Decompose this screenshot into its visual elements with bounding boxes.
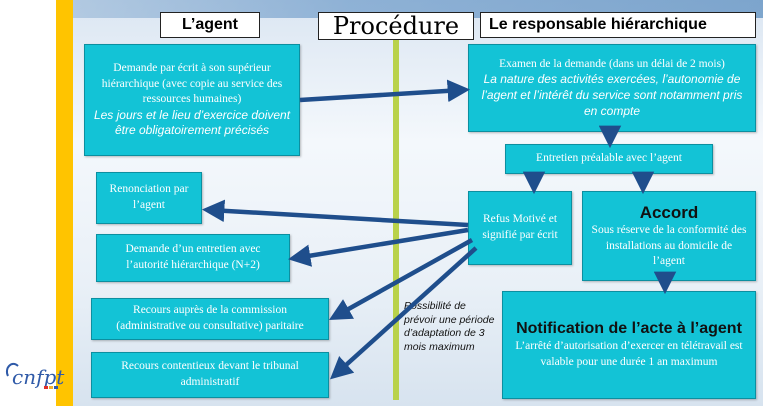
demande-italic: Les jours et le lieu d’exercice doivent …	[93, 107, 291, 138]
box-demande: Demande par écrit à son supérieur hiérar…	[84, 44, 300, 156]
svg-text:cnfpt: cnfpt	[12, 365, 65, 389]
box-entretien: Entretien préalable avec l’agent	[505, 144, 713, 174]
cnfpt-logo: cnfpt	[6, 362, 65, 389]
demande-text: Demande par écrit à son supérieur hiérar…	[101, 62, 283, 106]
accord-text: Sous réserve de la conformité des instal…	[591, 224, 747, 268]
divider-line	[393, 34, 399, 400]
notification-title: Notification de l’acte à l’agent	[516, 320, 742, 338]
header-agent-label: L’agent	[181, 16, 238, 33]
header-agent: L’agent	[160, 12, 260, 38]
demande-entretien-text: Demande d’un entretien avec l’autorité h…	[125, 243, 261, 271]
renonciation-text: Renonciation par l’agent	[109, 183, 189, 211]
refus-text: Refus Motivé et signifié par écrit	[482, 213, 558, 241]
box-renonciation: Renonciation par l’agent	[96, 172, 202, 224]
accord-title: Accord	[639, 203, 699, 223]
box-notification: Notification de l’acte à l’agent L’arrêt…	[502, 291, 756, 399]
adaptation-note: Possibilité de prévoir une période d’ada…	[404, 300, 495, 353]
gold-strip	[56, 0, 73, 406]
header-procedure: Procédure	[318, 12, 474, 40]
examen-text: Examen de la demande (dans un délai de 2…	[499, 57, 725, 70]
notification-text: L’arrêté d’autorisation d’exercer en tél…	[515, 340, 743, 368]
entretien-text: Entretien préalable avec l’agent	[536, 152, 682, 165]
header-responsable: Le responsable hiérarchique	[480, 12, 756, 38]
box-demande-entretien: Demande d’un entretien avec l’autorité h…	[96, 234, 290, 282]
box-accord: Accord Sous réserve de la conformité des…	[582, 191, 756, 281]
left-margin	[0, 0, 56, 406]
box-examen: Examen de la demande (dans un délai de 2…	[468, 44, 756, 132]
examen-italic: La nature des activités exercées, l’auto…	[481, 72, 743, 118]
box-refus: Refus Motivé et signifié par écrit	[468, 191, 572, 265]
header-procedure-label: Procédure	[332, 12, 460, 40]
recours-commission-text: Recours auprès de la commission (adminis…	[116, 304, 304, 332]
recours-contentieux-text: Recours contentieux devant le tribunal a…	[121, 360, 299, 388]
header-responsable-label: Le responsable hiérarchique	[489, 16, 707, 33]
box-recours-contentieux: Recours contentieux devant le tribunal a…	[91, 352, 329, 398]
box-recours-commission: Recours auprès de la commission (adminis…	[91, 298, 329, 340]
